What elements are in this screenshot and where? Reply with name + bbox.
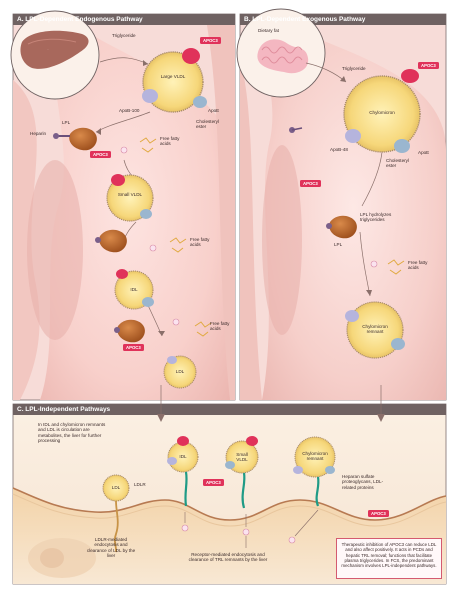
- label-b-ffa: Free fatty acids: [408, 260, 436, 271]
- badge-b-apoc3-mid: APOC3: [300, 180, 321, 187]
- apoc3-callout-box: Therapeutic inhibition of APOC3 can redu…: [336, 538, 442, 579]
- svg-text:.: .: [48, 47, 49, 51]
- label-a-small-vldl: Small VLDL: [116, 192, 144, 197]
- label-a-ldl: LDL: [170, 369, 190, 374]
- label-a-large-vldl: Large VLDL: [158, 74, 188, 79]
- badge-c-apoc3: APOC3: [203, 479, 224, 486]
- label-b-chylomicron: Chylomicron: [362, 110, 402, 115]
- label-c-ldlr: LDLR: [134, 482, 146, 487]
- panel-c-title: C. LPL-Independent Pathways: [17, 404, 110, 415]
- label-b-remnant: Chylomicron remnant: [357, 324, 393, 335]
- label-c-clearance: Receptor-mediated endocytosis and cleara…: [188, 552, 268, 563]
- label-a-ffa-2: Free fatty acids: [190, 237, 218, 248]
- label-b-cholesteryl-ester: Cholesteryl ester: [386, 158, 416, 169]
- panel-b-title: B. LPL-Dependent Exogenous Pathway: [244, 14, 365, 25]
- hydrolysis-marker-panel-b: [371, 261, 377, 267]
- label-a-ffa-3: Free fatty acids: [210, 321, 238, 332]
- label-a-apob100: ApoB-100: [119, 108, 139, 113]
- label-b-apoe: ApoE: [418, 150, 429, 155]
- badge-a-apoc3-mid: APOC3: [90, 151, 111, 158]
- badge-a-apoc3-low: APOC3: [123, 344, 144, 351]
- label-b-apob48: ApoB-48: [330, 147, 348, 152]
- label-b-dietary-fat: Dietary fat: [258, 28, 279, 33]
- label-c-small-vldl: Small VLDL: [230, 452, 254, 463]
- label-a-idl: IDL: [124, 287, 144, 292]
- badge-c-apoc3-right: APOC3: [368, 510, 389, 517]
- label-a-apoe: ApoE: [208, 108, 219, 113]
- label-b-lpl-hydrolyzes: LPL hydrolyzes triglycerides: [360, 212, 404, 223]
- label-c-idl: IDL: [173, 454, 193, 459]
- small-vldl-particle: [107, 174, 153, 221]
- label-c-ldl: LDL: [106, 485, 126, 490]
- label-a-cholesteryl-ester: Cholesteryl ester: [196, 119, 226, 130]
- label-c-remnant: Chylomicron remnant: [297, 451, 333, 462]
- label-a-ffa-1: Free fatty acids: [160, 136, 188, 147]
- label-c-endocytosis: LDLR-mediated endocytosis and clearance …: [84, 537, 138, 559]
- badge-b-apoc3: APOC3: [418, 62, 439, 69]
- label-a-lpl: LPL: [62, 120, 70, 125]
- badge-a-apoc3-top: APOC3: [200, 37, 221, 44]
- label-b-triglyceride: Triglyceride: [342, 66, 366, 71]
- label-b-lpl: LPL: [334, 242, 342, 247]
- panel-a-title: A. LPL-Dependent Endogenous Pathway: [17, 14, 143, 25]
- label-c-receptor: Heparan sulfate proteoglycans, LDL-relat…: [342, 474, 390, 490]
- label-a-triglyceride: Triglyceride: [112, 33, 136, 38]
- label-c-intro: In IDL and chylomicron remnants and LDL …: [38, 422, 112, 444]
- label-a-heparin: Heparin: [30, 131, 46, 136]
